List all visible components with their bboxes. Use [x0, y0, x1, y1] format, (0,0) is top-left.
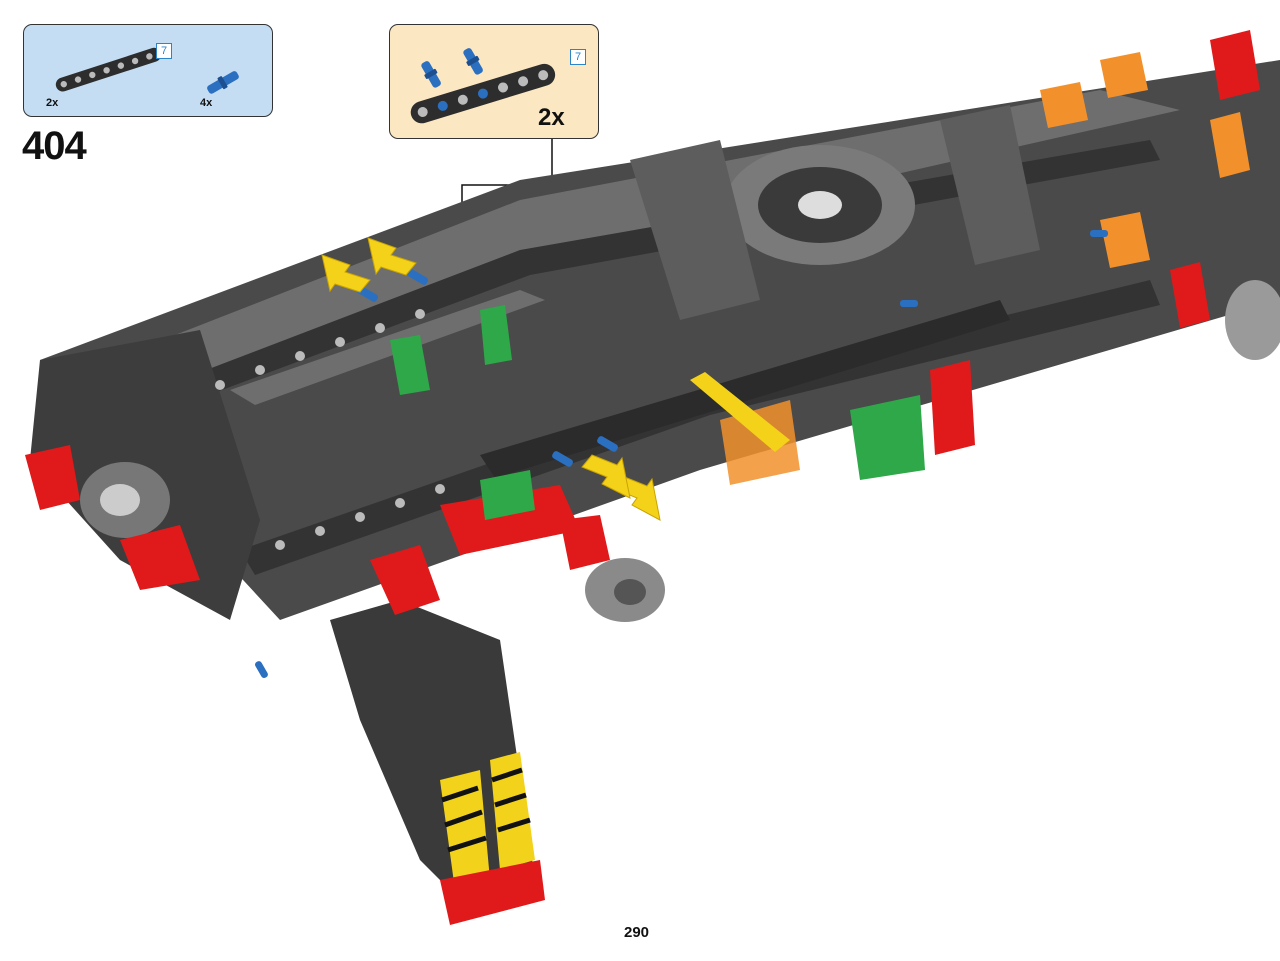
- subassembly-illustration: [410, 48, 556, 124]
- parts-callout: 7 2x 4x: [23, 24, 273, 117]
- beam-length-tag: 7: [156, 43, 172, 59]
- step-number: 404: [22, 124, 87, 168]
- blue-pin-icon: [463, 48, 483, 75]
- beam-quantity: 2x: [46, 97, 59, 109]
- subassembly-callout: 7: [389, 24, 599, 139]
- blue-pin-icon: [207, 71, 239, 94]
- subassembly-beam-length-tag: 7: [570, 49, 586, 65]
- chassis-frame: [25, 30, 1280, 925]
- insert-arrow-icon: [321, 237, 661, 521]
- beam-7-icon: [55, 47, 239, 94]
- blue-pin-icon: [421, 61, 441, 88]
- page-number: 290: [624, 924, 650, 941]
- subassembly-count: 2x: [538, 104, 565, 131]
- pin-quantity: 4x: [200, 97, 213, 109]
